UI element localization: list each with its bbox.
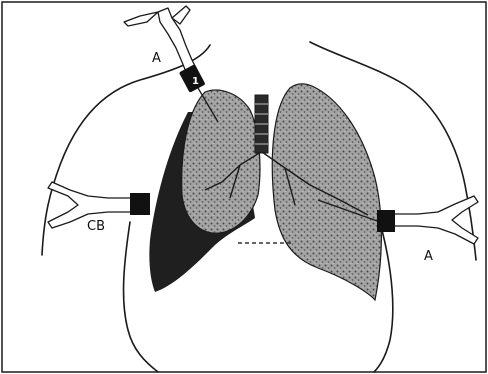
right-lung <box>182 90 260 233</box>
right-probe <box>377 196 478 244</box>
trachea <box>255 95 268 153</box>
label-top-left: A <box>152 51 161 66</box>
probe-number-badge: 1 <box>192 76 199 87</box>
stethoscope-chestpiece-icon <box>130 193 150 215</box>
label-left: CB <box>87 219 105 234</box>
stethoscope-chestpiece-icon <box>377 210 395 232</box>
upper-probe: 1 <box>124 6 206 93</box>
label-right: A <box>424 249 433 264</box>
left-lung <box>272 84 381 300</box>
